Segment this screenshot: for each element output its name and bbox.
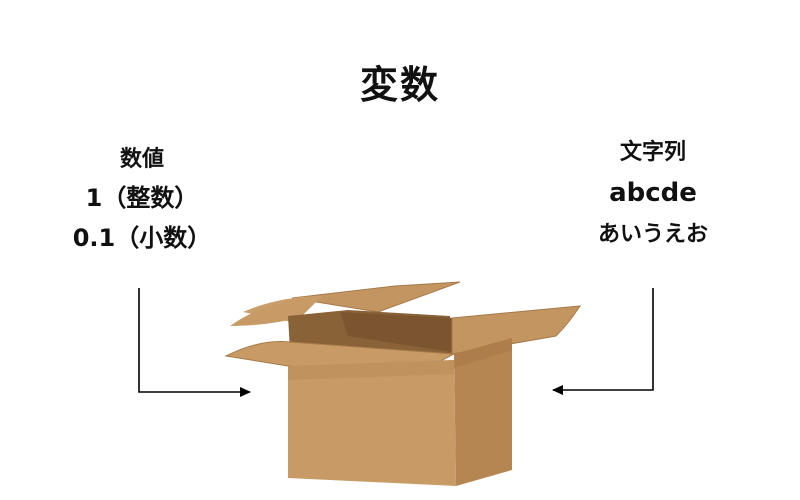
ascii-string-example: abcde bbox=[609, 178, 697, 208]
left-arrow bbox=[138, 288, 251, 397]
kana-string-example: あいうえお bbox=[597, 222, 708, 247]
integer-example: 1（整数） bbox=[85, 184, 199, 212]
string-values-group: 文字列 abcde あいうえお bbox=[568, 135, 738, 255]
decimal-example: 0.1（小数） bbox=[72, 224, 212, 252]
cardboard-box-icon bbox=[224, 281, 581, 486]
right-arrow bbox=[552, 288, 654, 395]
numeric-heading: 数値 bbox=[119, 147, 164, 172]
string-heading: 文字列 bbox=[619, 140, 686, 165]
numeric-values-group: 数値 1（整数） 0.1（小数） bbox=[52, 142, 232, 258]
diagram-title: 変数 bbox=[359, 63, 440, 107]
